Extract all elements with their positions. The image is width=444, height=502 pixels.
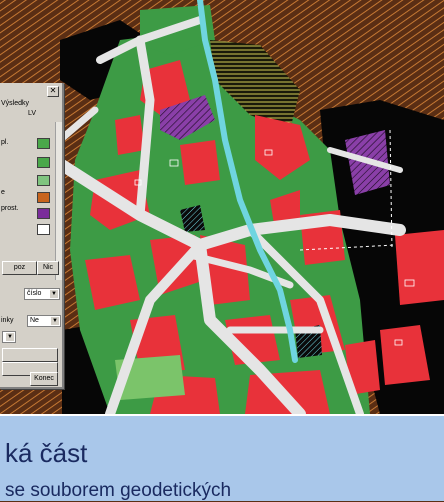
column-label: LV xyxy=(28,110,37,117)
scrollbar[interactable] xyxy=(55,122,62,280)
swatch-5[interactable] xyxy=(37,208,50,219)
nic-button[interactable]: Nic xyxy=(37,261,59,275)
stream xyxy=(197,0,298,363)
swatch-2[interactable] xyxy=(37,157,50,168)
konec-button[interactable]: Konec xyxy=(30,372,58,386)
cyan-parcel-1 xyxy=(180,205,205,232)
banner-title: ká část xyxy=(5,438,88,468)
banner-subtitle: se souborem geodetických xyxy=(5,480,232,501)
boundary-line xyxy=(299,129,396,251)
swatch-6[interactable] xyxy=(37,224,50,235)
row-label-5: prost. xyxy=(1,205,19,212)
swatch-4[interactable] xyxy=(37,192,50,203)
nalezinky-label: inky xyxy=(1,317,14,324)
row-label-1: pl. xyxy=(1,139,9,146)
poz-button[interactable]: poz xyxy=(2,261,37,275)
row-label-4: e xyxy=(1,189,5,196)
header-label: Výsledky xyxy=(1,100,30,107)
nalezinky-select[interactable]: Ne ▼ xyxy=(27,315,61,327)
building-markers xyxy=(134,149,415,346)
swatch-3[interactable] xyxy=(37,175,50,186)
nalezinky-select-value: Ne xyxy=(30,317,39,324)
close-icon[interactable]: ✕ xyxy=(47,86,59,97)
yellow-field xyxy=(210,40,300,130)
light-green-parcel xyxy=(115,355,185,400)
slide-banner: ká část se souborem geodetických xyxy=(0,414,444,501)
chevron-down-icon: ▼ xyxy=(51,317,59,325)
chevron-down-icon: ▼ xyxy=(6,333,14,341)
chevron-down-icon: ▼ xyxy=(50,290,58,298)
cislo-select[interactable]: číslo ▼ xyxy=(24,288,60,300)
roads xyxy=(56,16,406,420)
small-select[interactable]: ▼ xyxy=(2,331,16,343)
cislo-select-value: číslo xyxy=(27,290,42,297)
results-dialog: ✕ Výsledky LV pl. e prost. poz Nic číslo… xyxy=(0,83,64,389)
swatch-1[interactable] xyxy=(37,138,50,149)
purple-parcel-left xyxy=(160,95,215,140)
empty-button-1[interactable] xyxy=(2,348,58,362)
